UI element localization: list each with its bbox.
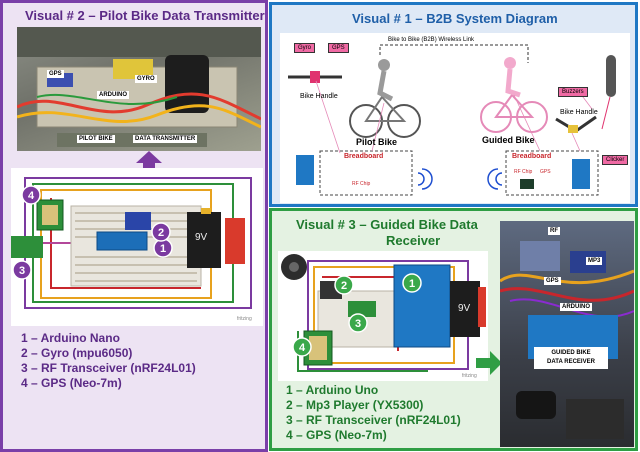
photo-label-transmitter: DATA TRANSMITTER xyxy=(133,135,198,143)
rf-chip-left-label: RF Chip xyxy=(352,181,371,187)
legend-item: 1 – Arduino Nano xyxy=(21,331,120,345)
pilot-bike-label: Pilot Bike xyxy=(356,137,398,147)
receiver-photo: RF MP3 GPS ARDUINO GUIDED BIKE DATA RECE… xyxy=(500,221,634,447)
panel-title-line2: Receiver xyxy=(386,233,441,248)
receiver-schematic-art xyxy=(281,254,486,372)
badge-3: 3 xyxy=(348,313,368,333)
badge-3: 3 xyxy=(12,260,32,280)
photo-label-receiver: GUIDED BIKE DATA RECEIVER xyxy=(534,347,608,369)
legend-item: 1 – Arduino Uno xyxy=(286,383,379,397)
legend-item: 3 – RF Transceiver (nRF24L01) xyxy=(286,413,461,427)
transmitter-legend: 1 – Arduino Nano 2 – Gyro (mpu6050) 3 – … xyxy=(21,331,196,391)
svg-text:4: 4 xyxy=(299,342,306,354)
receiver-label-line2: DATA RECEIVER xyxy=(547,359,595,365)
badge-2: 2 xyxy=(334,275,354,295)
gps-small-label: GPS xyxy=(540,169,551,175)
panel-pilot-transmitter: Visual # 2 – Pilot Bike Data Transmitter… xyxy=(0,0,268,452)
bike-handle-left-label: Bike Handle xyxy=(300,93,338,100)
badge-1: 1 xyxy=(402,273,422,293)
battery-label: 9V xyxy=(195,232,208,243)
fritzing-credit: fritzing xyxy=(462,373,477,379)
photo-label-gyro: GYRO xyxy=(135,75,157,83)
bike-handle-right-label: Bike Handle xyxy=(560,109,598,116)
wireless-link-label: Bike to Bike (B2B) Wireless Link xyxy=(388,37,475,43)
svg-text:2: 2 xyxy=(158,227,164,239)
transmitter-photo: GPS GYRO ARDUINO PILOT BIKE DATA TRANSMI… xyxy=(17,27,261,151)
legend-item: 3 – RF Transceiver (nRF24L01) xyxy=(21,361,196,375)
badge-4: 4 xyxy=(292,337,312,357)
panel-title: Visual # 2 – Pilot Bike Data Transmitter xyxy=(25,8,265,23)
system-diagram: Bike to Bike (B2B) Wireless Link Gyro GP… xyxy=(280,33,630,203)
legend-item: 4 – GPS (Neo-7m) xyxy=(21,376,122,390)
svg-text:3: 3 xyxy=(355,318,361,330)
panel-guided-receiver: Visual # 3 – Guided Bike Data Receiver 9… xyxy=(269,208,638,451)
photo-label-gps: GPS xyxy=(47,70,64,78)
fritzing-credit: fritzing xyxy=(237,316,252,322)
panel-system-diagram: Visual # 1 – B2B System Diagram xyxy=(269,2,638,207)
guided-bike-label: Guided Bike xyxy=(482,135,535,145)
arrow-up-icon xyxy=(136,151,162,175)
tag-clicker: Clicker xyxy=(602,155,629,165)
battery-label: 9V xyxy=(458,303,471,314)
legend-item: 4 – GPS (Neo-7m) xyxy=(286,428,387,442)
tag-buzzers: Buzzers xyxy=(558,87,588,97)
photo-label-rf: RF xyxy=(548,227,560,235)
photo-label-mp3: MP3 xyxy=(586,257,603,265)
receiver-legend: 1 – Arduino Uno 2 – Mp3 Player (YX5300) … xyxy=(286,383,461,443)
panel-title: Visual # 1 – B2B System Diagram xyxy=(352,11,558,26)
transmitter-schematic: 9V fritzing xyxy=(11,168,263,326)
rf-chip-right-label: RF Chip xyxy=(514,169,533,175)
system-diagram-art xyxy=(288,44,616,196)
receiver-photo-art xyxy=(500,241,634,439)
tag-gps: GPS xyxy=(328,43,349,53)
photo-label-pilot-bike: PILOT BIKE xyxy=(77,135,115,143)
svg-text:3: 3 xyxy=(19,265,25,277)
badge-2: 2 xyxy=(151,222,171,242)
tag-gyro: Gyro xyxy=(294,43,316,53)
svg-text:4: 4 xyxy=(28,190,35,202)
photo-label-arduino: ARDUINO xyxy=(97,91,129,99)
legend-item: 2 – Gyro (mpu6050) xyxy=(21,346,133,360)
svg-text:2: 2 xyxy=(341,280,347,292)
breadboard-left-label: Breadboard xyxy=(344,153,384,160)
photo-label-arduino: ARDUINO xyxy=(560,303,592,311)
photo-label-gps: GPS xyxy=(544,277,561,285)
schematic-wires xyxy=(11,177,252,309)
legend-item: 2 – Mp3 Player (YX5300) xyxy=(286,398,424,412)
receiver-schematic: 9V fritzing xyxy=(278,251,488,381)
badge-4: 4 xyxy=(21,185,41,205)
svg-text:1: 1 xyxy=(409,278,415,290)
receiver-label-line1: GUIDED BIKE xyxy=(551,350,591,356)
svg-text:1: 1 xyxy=(160,243,166,255)
transmitter-photo-art xyxy=(17,27,261,147)
arrow-right-icon xyxy=(476,351,502,375)
breadboard-right-label: Breadboard xyxy=(512,153,552,160)
panel-title: Visual # 3 – Guided Bike Data xyxy=(296,217,478,232)
